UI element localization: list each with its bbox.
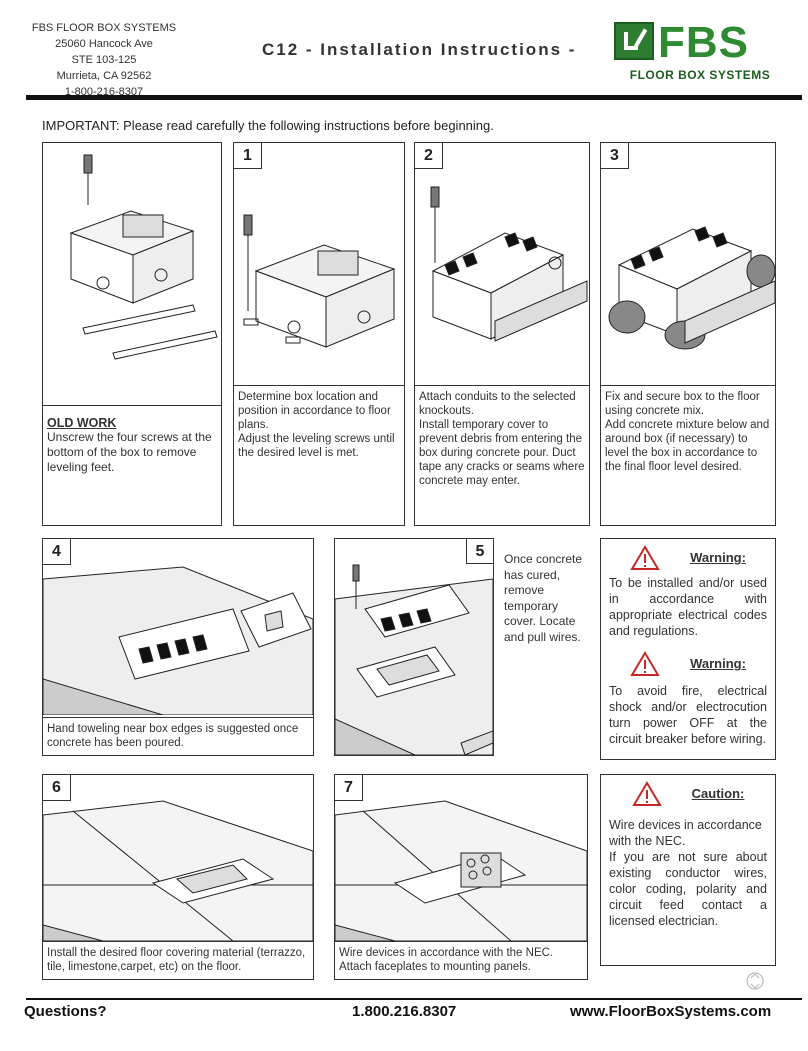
step-1-text: Determine box location and position in a… [238,391,391,431]
company-city: Murrieta, CA 92562 [56,70,152,82]
recycle-icon [746,972,764,990]
panel-step-5-art [334,538,494,756]
fbs-logo: FBS FLOOR BOX SYSTEMS [614,18,784,86]
panel-step-4: 4 Hand toweling near box edges is sugges… [42,538,314,756]
step-2-caption: Attach conduits to the selected knockout… [415,385,589,525]
step-5-text: Once concrete has cured, remove temporar… [504,552,583,644]
warning-box: Warning: To be installed and/or used in … [600,538,776,760]
step-2-number: 2 [415,143,443,169]
company-street: 25060 Hancock Ave [55,38,153,50]
step-7-text: Wire devices in accordance with the NEC. [339,947,554,959]
panel-step-1: 1 Determine box location and position in… [233,142,405,526]
step-1-caption: Determine box location and position in a… [234,385,404,525]
warning-triangle-icon [630,651,660,676]
warning-1-label: Warning: [690,550,746,565]
old-work-text: Unscrew the four screws at the bottom of… [47,430,212,474]
step-2-text: Attach conduits to the selected knockout… [419,391,576,417]
step-3-illustration [608,226,775,350]
warning-2-label: Warning: [690,656,746,671]
panel-step-2: 2 Attach conduits to the selected knocko… [414,142,590,526]
step-7-caption: Wire devices in accordance with the NEC.… [335,941,587,981]
step-6-text: Install the desired floor covering mater… [47,947,306,973]
old-work-heading: OLD WORK [47,416,117,430]
company-name: FBS FLOOR BOX SYSTEMS [31,22,177,34]
step-1-illustration [243,214,396,348]
step-6-illustration [43,800,313,941]
header-divider [26,95,802,100]
footer-questions: Questions? [24,1003,107,1020]
panel-step-7: 7 Wire devices in accordance with the NE… [334,774,588,980]
footer-website: www.FloorBoxSystems.com [570,1003,772,1020]
company-address: FBS FLOOR BOX SYSTEMS 25060 Hancock Ave … [24,20,184,100]
old-work-illustration [69,154,218,360]
step-7-number: 7 [335,775,363,801]
step-3-text2: Add concrete mixture below and around bo… [605,419,770,473]
step-1-text2: Adjust the leveling screws until the des… [238,433,395,459]
warning-1-text: To be installed and/or used in accordanc… [609,576,767,638]
step-6-number: 6 [43,775,71,801]
step-5-number: 5 [466,538,494,564]
logo-text: FBS [658,18,749,67]
step-6-caption: Install the desired floor covering mater… [43,941,313,981]
footer-divider [26,998,802,1000]
logo-mark-icon [614,22,654,60]
step-2-illustration [430,186,588,342]
logo-subtitle: FLOOR BOX SYSTEMS [629,68,771,82]
warning-2-text: To avoid fire, electrical shock and/or e… [609,684,767,746]
important-note: IMPORTANT: Please read carefully the fol… [42,118,494,133]
caution-box: Caution: Wire devices in accordance with… [600,774,776,966]
panel-old-work: OLD WORK Unscrew the four screws at the … [42,142,222,526]
panel-step-3: 3 Fix and secure box to the floor using … [600,142,776,526]
company-suite: STE 103-125 [71,54,137,66]
page-title: C12 - Installation Instructions - [262,40,577,59]
caution-label: Caution: [691,786,745,801]
step-5-illustration [335,564,493,755]
step-4-caption: Hand toweling near box edges is suggeste… [43,717,313,757]
caution-header: Caution: [609,781,767,807]
footer-phone: 1.800.216.8307 [352,1003,457,1020]
caution-text: Wire devices in accordance with the NEC. [609,818,762,848]
step-7-illustration [335,800,587,941]
step-3-number: 3 [601,143,629,169]
step-4-number: 4 [43,539,71,565]
step-4-illustration [43,566,313,715]
warning-2-header: Warning: [609,651,767,677]
caution-text-2: If you are not sure about existing condu… [609,850,767,928]
old-work-caption: OLD WORK Unscrew the four screws at the … [43,405,221,525]
step-1-number: 1 [234,143,262,169]
step-7-text2: Attach faceplates to mounting panels. [339,961,531,973]
step-2-text2: Install temporary cover to prevent debri… [419,419,585,487]
warning-1-header: Warning: [609,545,767,571]
warning-triangle-icon [630,545,660,570]
caution-triangle-icon [631,781,662,806]
step-4-text: Hand toweling near box edges is suggeste… [47,723,299,749]
panel-step-6: 6 Install the desired floor covering mat… [42,774,314,980]
step-3-text: Fix and secure box to the floor using co… [605,391,760,417]
step-3-caption: Fix and secure box to the floor using co… [601,385,775,525]
